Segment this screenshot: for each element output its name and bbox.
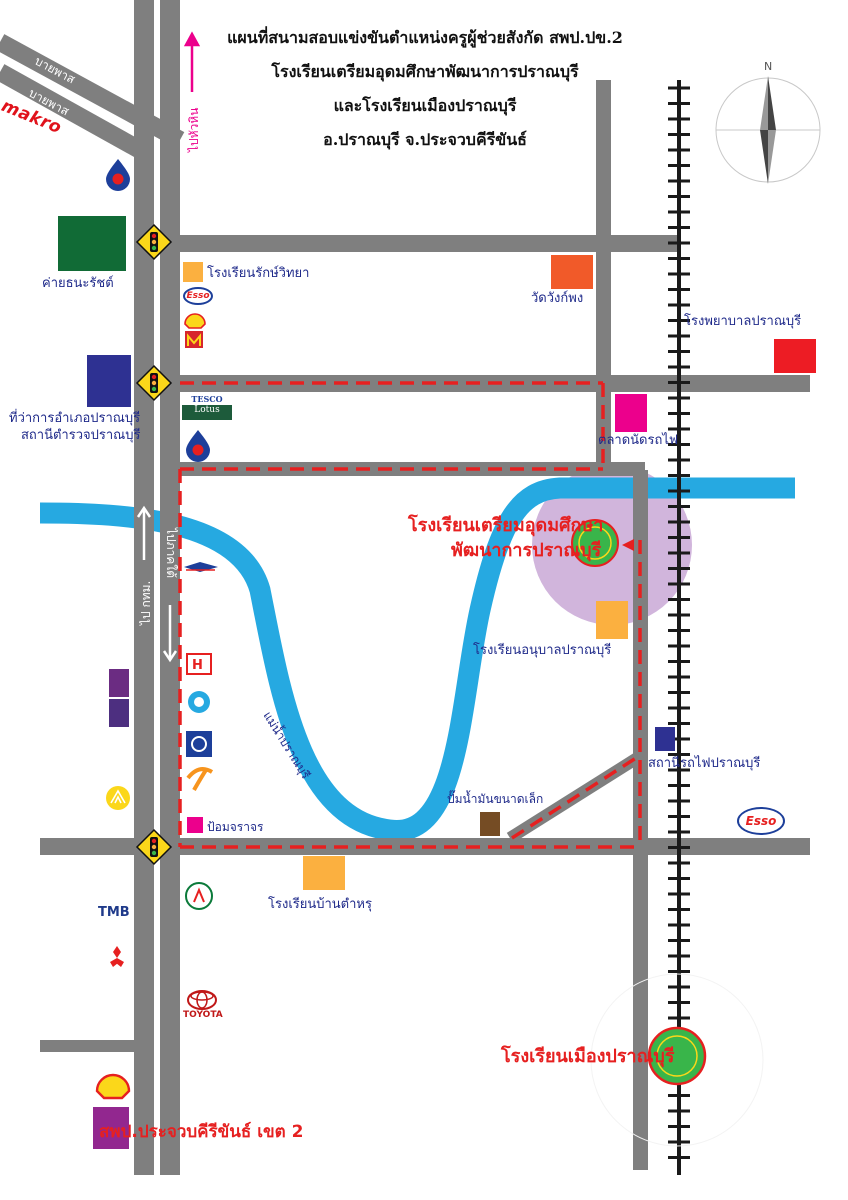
esso-icon: Esso: [737, 807, 785, 835]
road-top: [180, 235, 680, 252]
kindergarten-marker: [596, 601, 628, 639]
bank-icon: [188, 691, 210, 713]
bangkok-bank-mark: [191, 736, 207, 752]
kasikorn-icon: [185, 882, 213, 910]
ptt-gas-station-icon: [186, 430, 210, 462]
railway-ties: [668, 86, 690, 1159]
tesco-label: TESCO: [182, 394, 232, 405]
fast-food-arch: [187, 333, 201, 346]
traffic-booth-marker: [187, 817, 203, 833]
small-gas-marker: [480, 812, 500, 836]
train-market-label: ตลาดนัดรถไฟ: [598, 433, 679, 448]
lotus-label: Lotus: [194, 405, 220, 415]
traffic-light-icon: [135, 828, 173, 866]
shell-gas-station-icon: [184, 313, 206, 329]
to-hua-hin-label: ไปหัวหิน: [187, 107, 201, 152]
target-school-label-2: พัฒนาการปราณบุรี: [451, 540, 602, 561]
target-school-label-1: โรงเรียนเตรียมอุดมศึกษา: [408, 515, 604, 536]
office-marker: [93, 1107, 129, 1149]
highway-right-lane: [160, 0, 180, 1175]
to-south-label: ไปภาคใต้: [164, 528, 178, 578]
faint-zone: [590, 973, 764, 1147]
wat-marker: [551, 255, 593, 289]
rak-school-label: โรงเรียนรักษ์วิทยา: [207, 266, 310, 281]
hospital-label: โรงพยาบาลปราณบุรี: [684, 314, 802, 329]
esso-icon: Esso: [183, 287, 213, 305]
direction-arrow-up: [136, 505, 152, 560]
map-title-line1: แผนที่สนามสอบแข่งขันตำแหน่งครูผู้ช่วยสัง…: [227, 28, 623, 47]
to-bangkok-label: ไป กทม.: [139, 580, 153, 625]
ban-tamru-label: โรงเรียนบ้านตำหรุ: [268, 897, 372, 912]
traffic-light-icon: [135, 223, 173, 261]
route-path: [178, 381, 642, 849]
station-label: สถานีรถไฟปราณบุรี: [648, 756, 761, 771]
railway-line: [677, 80, 681, 1175]
camp-marker: [58, 216, 126, 271]
traffic-light-icon: [135, 364, 173, 402]
tbank-icon: [186, 767, 214, 791]
road-station: [633, 470, 648, 1170]
wat-label: วัดวังก์พง: [531, 291, 584, 306]
bypass-road-b: [0, 64, 145, 158]
road-office-stub: [40, 1040, 135, 1052]
road-wat: [596, 80, 611, 470]
shell-gas-station-icon: [95, 1073, 131, 1100]
krungsri-icon: [106, 786, 130, 810]
bangkok-bank-icon: [186, 731, 212, 757]
traffic-booth-label: ป้อมจราจร: [207, 820, 264, 834]
map-title-line2: โรงเรียนเตรียมอุดมศึกษาพัฒนาการปราณบุรี: [271, 62, 579, 81]
map-title-line3: และโรงเรียนเมืองปราณบุรี: [333, 96, 517, 115]
district-office-marker: [87, 355, 131, 407]
ptt-gas-station-icon: [106, 159, 130, 191]
bank-purple-icon: [109, 669, 129, 697]
station-marker: [655, 727, 675, 751]
scb-bank-icon: [109, 699, 129, 727]
direction-arrow-down: [162, 605, 178, 663]
river: [39, 477, 795, 841]
office-label: สพป.ประจวบคีรีขันธ์ เขต 2: [99, 1122, 304, 1142]
mueang-school-label: โรงเรียนเมืองปราณบุรี: [501, 1046, 675, 1067]
camp-label: ค่ายธนะรัชต์: [42, 276, 114, 291]
highway-left-lane: [134, 0, 154, 1175]
compass-icon: [715, 76, 821, 184]
district-office-label: ที่ว่าการอำเภอปราณบุรี: [9, 411, 141, 426]
map-title-line4: อ.ปราณบุรี จ.ประจวบคีรีขันธ์: [323, 130, 527, 149]
ban-tamru-marker: [303, 856, 345, 890]
rak-school-marker: [183, 262, 203, 282]
train-market-marker: [615, 394, 647, 432]
hospital-marker: [774, 339, 816, 373]
route-arrow: [622, 539, 634, 551]
school-target-icon: [571, 519, 619, 567]
tesco-lotus-icon: TESCO Lotus: [182, 394, 232, 420]
small-gas-label: ปั๊มน้ำมันขนาดเล็ก: [447, 792, 544, 806]
mitsubishi-icon: [110, 946, 124, 967]
honda-icon: [186, 653, 212, 675]
school-target-icon: [647, 1026, 707, 1086]
compass-north-label: N: [764, 60, 773, 73]
toyota-label: TOYOTA: [183, 1010, 223, 1020]
fast-food-icon: [185, 331, 203, 348]
toyota-icon: [187, 990, 217, 1010]
hua-hin-arrow: [183, 31, 201, 92]
kindergarten-label: โรงเรียนอนุบาลปราณบุรี: [473, 643, 612, 658]
tmb-bank-icon: TMB: [98, 905, 130, 920]
honda-h-glyph: H: [192, 658, 203, 673]
police-label: สถานีตำรวจปราณบุรี: [21, 428, 141, 443]
